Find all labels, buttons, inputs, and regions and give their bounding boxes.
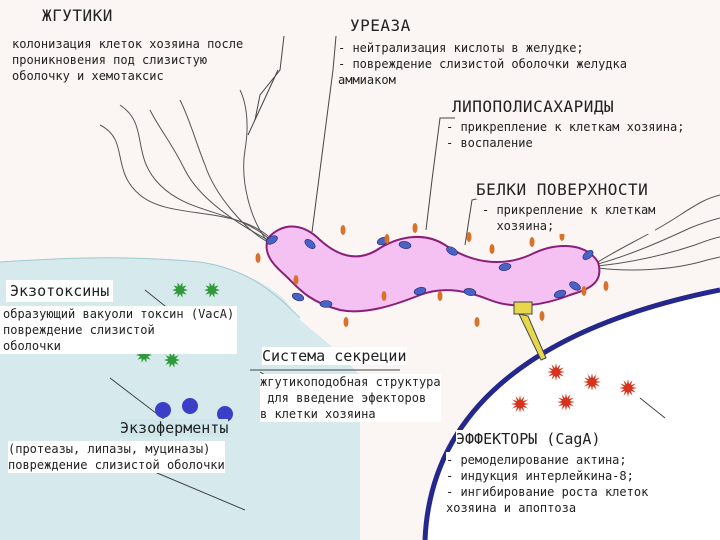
exotoxins-description: образующий вакуоли токсин (VacA) поврежд… [0, 306, 237, 354]
urease-description: - нейтрализация кислоты в желудке; - пов… [338, 40, 627, 88]
urease-title: УРЕАЗА [350, 16, 411, 35]
effectors-title: ЭФФЕКТОРЫ (CagA) [456, 430, 601, 448]
bacterium-body [266, 226, 599, 311]
lps-spike [475, 317, 480, 327]
lps-spike [413, 223, 418, 233]
exoenzymes-description: (протеазы, липазы, муциназы) повреждение… [8, 441, 225, 473]
secretion-title: Система секреции [262, 347, 407, 365]
lps-spike [385, 234, 390, 244]
lps-spike [382, 291, 387, 301]
secretion-needle [514, 302, 546, 360]
lps-spike [341, 225, 346, 235]
lps-spike [540, 311, 545, 321]
lps-spike [344, 317, 349, 327]
lps-spike [490, 244, 495, 254]
exotoxins-title: Экзотоксины [6, 280, 113, 302]
flagella-description: колонизация клеток хозяина после проникн… [12, 36, 243, 84]
lps-description: - прикрепление к клеткам хозяина; - восп… [446, 119, 684, 151]
surface-proteins-title: БЕЛКИ ПОВЕРХНОСТИ [476, 180, 648, 199]
exoenzyme-particle [182, 398, 198, 414]
lps-spike [467, 232, 472, 242]
lps-title: ЛИПОПОЛИСАХАРИДЫ [452, 97, 614, 116]
lps-spike [582, 286, 587, 296]
flagella-title: ЖГУТИКИ [42, 6, 113, 25]
lps-spike [294, 275, 299, 285]
host-cell-gap [648, 318, 690, 348]
flagella-left [100, 90, 268, 242]
urease-dot [320, 301, 332, 308]
secretion-description: жгутикоподобная структура для введение э… [260, 374, 441, 422]
exoenzyme-particle [155, 402, 171, 418]
surface-proteins-description: - прикрепление к клеткам хозяина; [482, 202, 655, 234]
lps-spike [530, 237, 535, 247]
lps-spike [256, 253, 261, 263]
effectors-description: - ремоделирование актина; - индукция инт… [446, 452, 648, 516]
exoenzymes-title: Экзоферменты [120, 419, 228, 437]
lps-spike [604, 281, 609, 291]
lps-spike [438, 291, 443, 301]
